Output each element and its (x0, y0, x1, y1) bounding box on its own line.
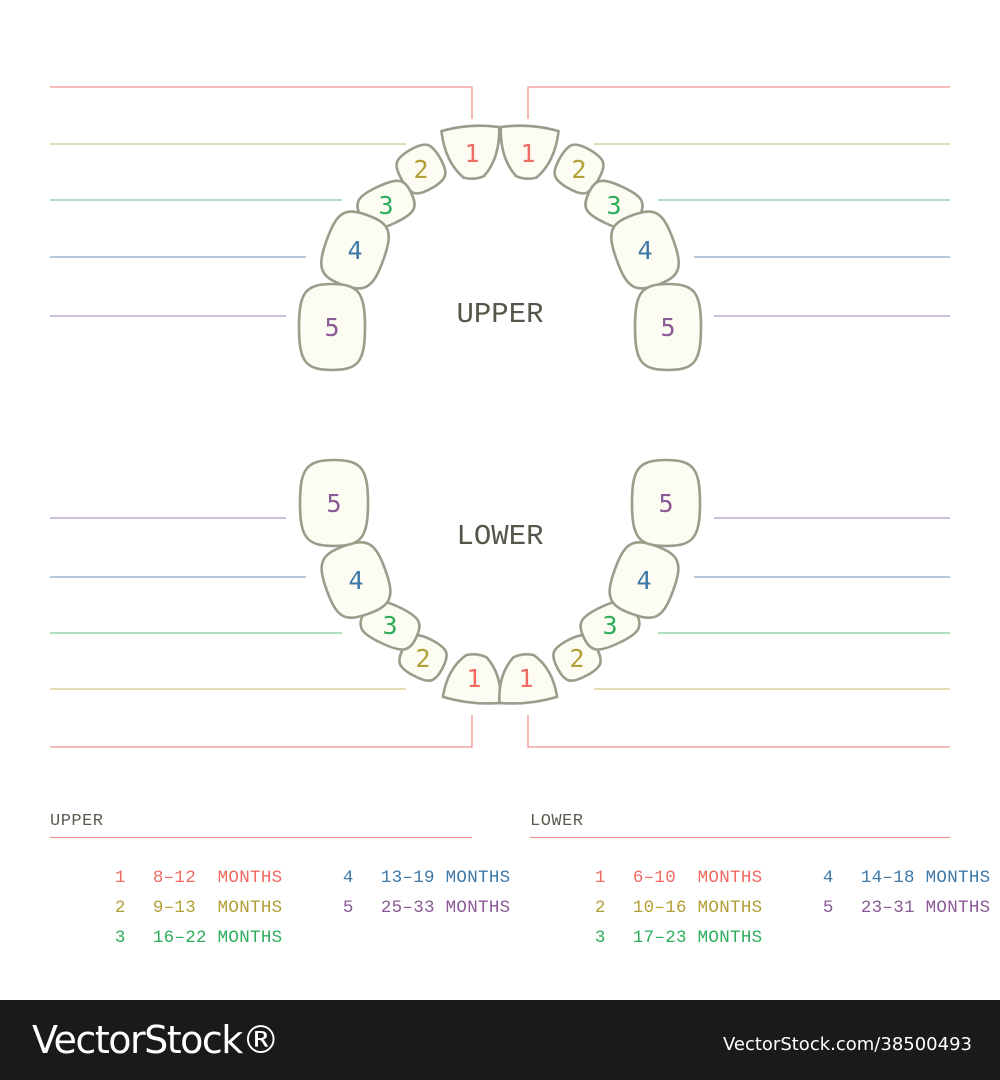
upper-tooth-right-4 (609, 210, 681, 290)
tooth-shape (440, 124, 501, 181)
upper-tooth-right-2 (553, 143, 605, 195)
tooth-shape (553, 143, 605, 195)
upper-tooth-left-2 (395, 143, 447, 195)
lower-tooth-left-4-number: 4 (348, 566, 363, 595)
upper-tooth-right-1-number: 1 (520, 139, 535, 168)
tooth-shape (297, 282, 367, 372)
legend-lower-rule (530, 837, 950, 838)
lower-tooth-left-1-number: 1 (466, 664, 481, 693)
tooth-shape (608, 541, 680, 619)
lower-tooth-left-5 (298, 458, 370, 548)
tooth-shape (395, 143, 447, 195)
upper-arch-label: UPPER (456, 298, 543, 331)
upper-tooth-left-4 (319, 210, 391, 290)
legend-upper-rule (50, 837, 472, 838)
tooth-shape (499, 124, 560, 181)
lower-tooth-right-3-number: 3 (602, 611, 617, 640)
tooth-shape (609, 210, 681, 290)
lower-line-right-1 (527, 715, 950, 748)
lower-tooth-right-2-number: 2 (569, 644, 584, 673)
legend-upper-title: UPPER (50, 812, 104, 831)
upper-tooth-left-3-number: 3 (378, 191, 393, 220)
upper-tooth-left-4-number: 4 (347, 236, 362, 265)
annotation-lines (50, 86, 950, 748)
lower-tooth-right-1 (498, 653, 559, 705)
tooth-shape (633, 282, 703, 372)
upper-tooth-right-2-number: 2 (571, 155, 586, 184)
upper-tooth-left-5-number: 5 (324, 313, 339, 342)
upper-tooth-right-5 (633, 282, 703, 372)
vectorstock-logo: VectorStock® (32, 1018, 280, 1062)
lower-tooth-left-1 (441, 653, 502, 705)
upper-tooth-right-1 (499, 124, 560, 181)
lower-line-left-1 (50, 715, 473, 748)
upper-tooth-right-4-number: 4 (637, 236, 652, 265)
upper-tooth-left-1 (440, 124, 501, 181)
lower-tooth-left-5-number: 5 (326, 489, 341, 518)
tooth-shape (498, 653, 559, 705)
upper-tooth-left-2-number: 2 (413, 155, 428, 184)
tooth-shape (298, 458, 370, 548)
upper-line-right-1 (527, 86, 950, 119)
watermark-bar: VectorStock® VectorStock.com/38500493 (0, 1000, 1000, 1080)
lower-tooth-left-2-number: 2 (415, 644, 430, 673)
tooth-shape (441, 653, 502, 705)
tooth-shape (320, 541, 392, 619)
lower-tooth-right-4-number: 4 (636, 566, 651, 595)
image-id: VectorStock.com/38500493 (722, 1034, 972, 1055)
lower-tooth-right-5-number: 5 (658, 489, 673, 518)
upper-tooth-left-1-number: 1 (464, 139, 479, 168)
upper-line-left-1 (50, 86, 473, 119)
legend-lower-title: LOWER (530, 812, 584, 831)
lower-arch-label: LOWER (456, 520, 543, 553)
upper-tooth-left-5 (297, 282, 367, 372)
upper-tooth-right-3-number: 3 (606, 191, 621, 220)
tooth-shape (319, 210, 391, 290)
lower-tooth-right-5 (630, 458, 702, 548)
upper-tooth-right-5-number: 5 (660, 313, 675, 342)
lower-tooth-right-4 (608, 541, 680, 619)
lower-tooth-left-3-number: 3 (382, 611, 397, 640)
lower-tooth-left-4 (320, 541, 392, 619)
tooth-shape (630, 458, 702, 548)
lower-tooth-right-1-number: 1 (518, 664, 533, 693)
